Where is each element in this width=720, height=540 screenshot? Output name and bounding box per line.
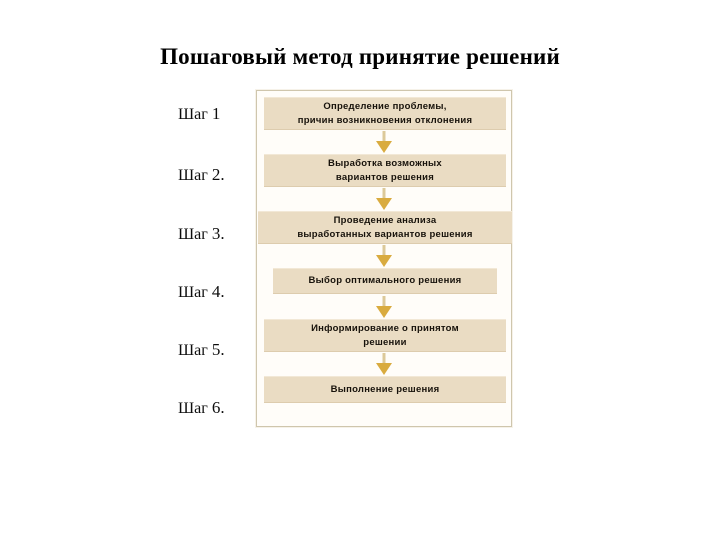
step-label-3-text: Шаг <box>178 226 208 243</box>
down-arrow-icon-5 <box>372 353 396 375</box>
arrow-stem <box>382 245 386 257</box>
step-label-3-number: 3. <box>211 224 225 243</box>
flow-box-2: Выработка возможных вариантов решения <box>264 154 506 187</box>
page-title: Пошаговый метод принятие решений <box>160 44 560 69</box>
flow-box-1-line1: Определение проблемы, <box>323 100 447 112</box>
flow-box-3-line2: выработанных вариантов решения <box>297 228 473 240</box>
step-labels-column: Шаг 1 Шаг 2. Шаг 3. Шаг 4. Шаг 5. Шаг 6. <box>178 96 258 426</box>
step-label-5: Шаг 5. <box>178 341 225 359</box>
arrow-head <box>376 141 392 153</box>
arrow-head <box>376 255 392 267</box>
flow-box-6-text: Выполнение решения <box>330 383 440 395</box>
flow-box-2-line2: вариантов решения <box>335 171 435 183</box>
arrow-head <box>376 363 392 375</box>
flow-box-6: Выполнение решения <box>264 376 506 403</box>
step-label-3: Шаг 3. <box>178 225 225 243</box>
step-label-1-text: Шаг <box>178 106 208 123</box>
flow-box-2-text: Выработка возможных вариантов решения <box>267 157 503 185</box>
flow-box-3: Проведение анализа выработанных варианто… <box>258 211 512 244</box>
step-label-5-number: 5. <box>211 340 225 359</box>
arrow-head <box>376 306 392 318</box>
step-label-2-text: Шаг <box>178 167 208 184</box>
arrow-head <box>376 198 392 210</box>
flow-box-3-text: Проведение анализа выработанных варианто… <box>261 214 509 242</box>
down-arrow-icon-4 <box>372 296 396 318</box>
flow-box-4-text: Выбор оптимального решения <box>308 275 462 287</box>
step-label-2-number: 2. <box>211 165 225 184</box>
step-label-1: Шаг 1 <box>178 105 220 123</box>
flow-box-1-line2: причин возникновения отклонения <box>297 114 473 126</box>
flow-box-5-line1: Информирование о принятом <box>311 322 459 334</box>
arrow-stem <box>382 296 386 308</box>
arrow-stem <box>382 353 386 365</box>
flow-box-5-text: Информирование о принятом решении <box>267 322 503 350</box>
step-label-4-text: Шаг <box>178 284 208 301</box>
step-label-4-number: 4. <box>211 282 225 301</box>
flow-box-5: Информирование о принятом решении <box>264 319 506 352</box>
flow-box-1: Определение проблемы, причин возникновен… <box>264 97 506 130</box>
step-label-2: Шаг 2. <box>178 166 225 184</box>
flowchart-panel: Определение проблемы, причин возникновен… <box>256 90 512 427</box>
flowchart-inner: Определение проблемы, причин возникновен… <box>257 91 512 426</box>
flow-box-5-line2: решении <box>363 336 407 348</box>
step-label-6-text: Шаг <box>178 400 208 417</box>
flow-box-4: Выбор оптимального решения <box>273 268 497 294</box>
step-label-4: Шаг 4. <box>178 283 225 301</box>
down-arrow-icon-3 <box>372 245 396 267</box>
step-label-6-number: 6. <box>211 398 225 417</box>
step-label-6: Шаг 6. <box>178 399 225 417</box>
flow-box-1-text: Определение проблемы, причин возникновен… <box>267 100 503 128</box>
down-arrow-icon-2 <box>372 188 396 210</box>
step-label-1-number: 1 <box>211 104 221 123</box>
flow-box-2-line1: Выработка возможных <box>328 157 442 169</box>
arrow-stem <box>382 188 386 200</box>
step-label-5-text: Шаг <box>178 342 208 359</box>
arrow-stem <box>382 131 386 143</box>
down-arrow-icon-1 <box>372 131 396 153</box>
flow-box-3-line1: Проведение анализа <box>333 214 437 226</box>
